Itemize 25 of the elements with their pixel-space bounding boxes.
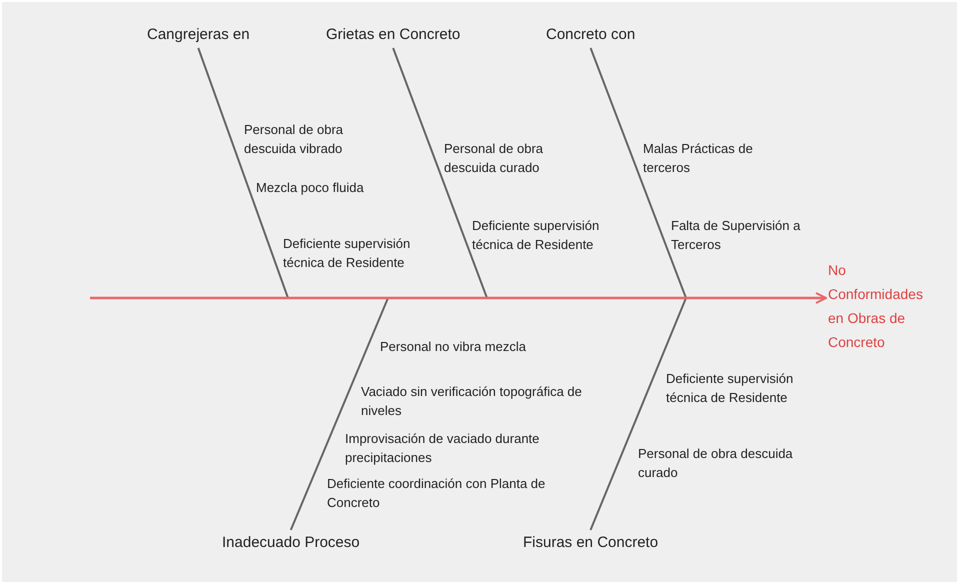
cause-label: Improvisación de vaciado durante precipitaciones [345, 430, 540, 467]
category-label: Inadecuado Proceso [222, 533, 360, 553]
category-label: Fisuras en Concreto [523, 533, 658, 553]
effect-label: No Conformidades en Obras de Concreto [828, 258, 933, 354]
category-label: Cangrejeras en [147, 25, 250, 45]
bone-line [290, 298, 389, 530]
cause-label: Personal de obra descuida curado [638, 445, 794, 482]
category-label: Concreto con [546, 25, 636, 45]
category-label: Grietas en Concreto [326, 25, 460, 45]
cause-label: Mezcla poco fluida [256, 179, 364, 197]
cause-label: Malas Prácticas de terceros [643, 140, 754, 177]
cause-label: Personal de obra descuida curado [444, 140, 544, 177]
bone-line [197, 48, 289, 298]
bone-line [590, 298, 687, 530]
cause-label: Deficiente supervisión técnica de Residente [283, 235, 412, 272]
cause-label: Personal no vibra mezcla [380, 338, 526, 356]
cause-label: Falta de Supervisión a Terceros [671, 217, 802, 254]
bone-line [590, 48, 687, 298]
spine-arrow [90, 292, 827, 304]
cause-label: Personal de obra descuida vibrado [244, 121, 344, 158]
cause-label: Deficiente supervisión técnica de Residente [666, 370, 794, 407]
cause-label: Deficiente supervisión técnica de Residente [472, 217, 600, 254]
cause-label: Deficiente coordinación con Planta de Concreto [327, 475, 546, 512]
bone-line [392, 48, 488, 298]
cause-label: Vaciado sin verificación topográfica de niveles [361, 383, 583, 420]
